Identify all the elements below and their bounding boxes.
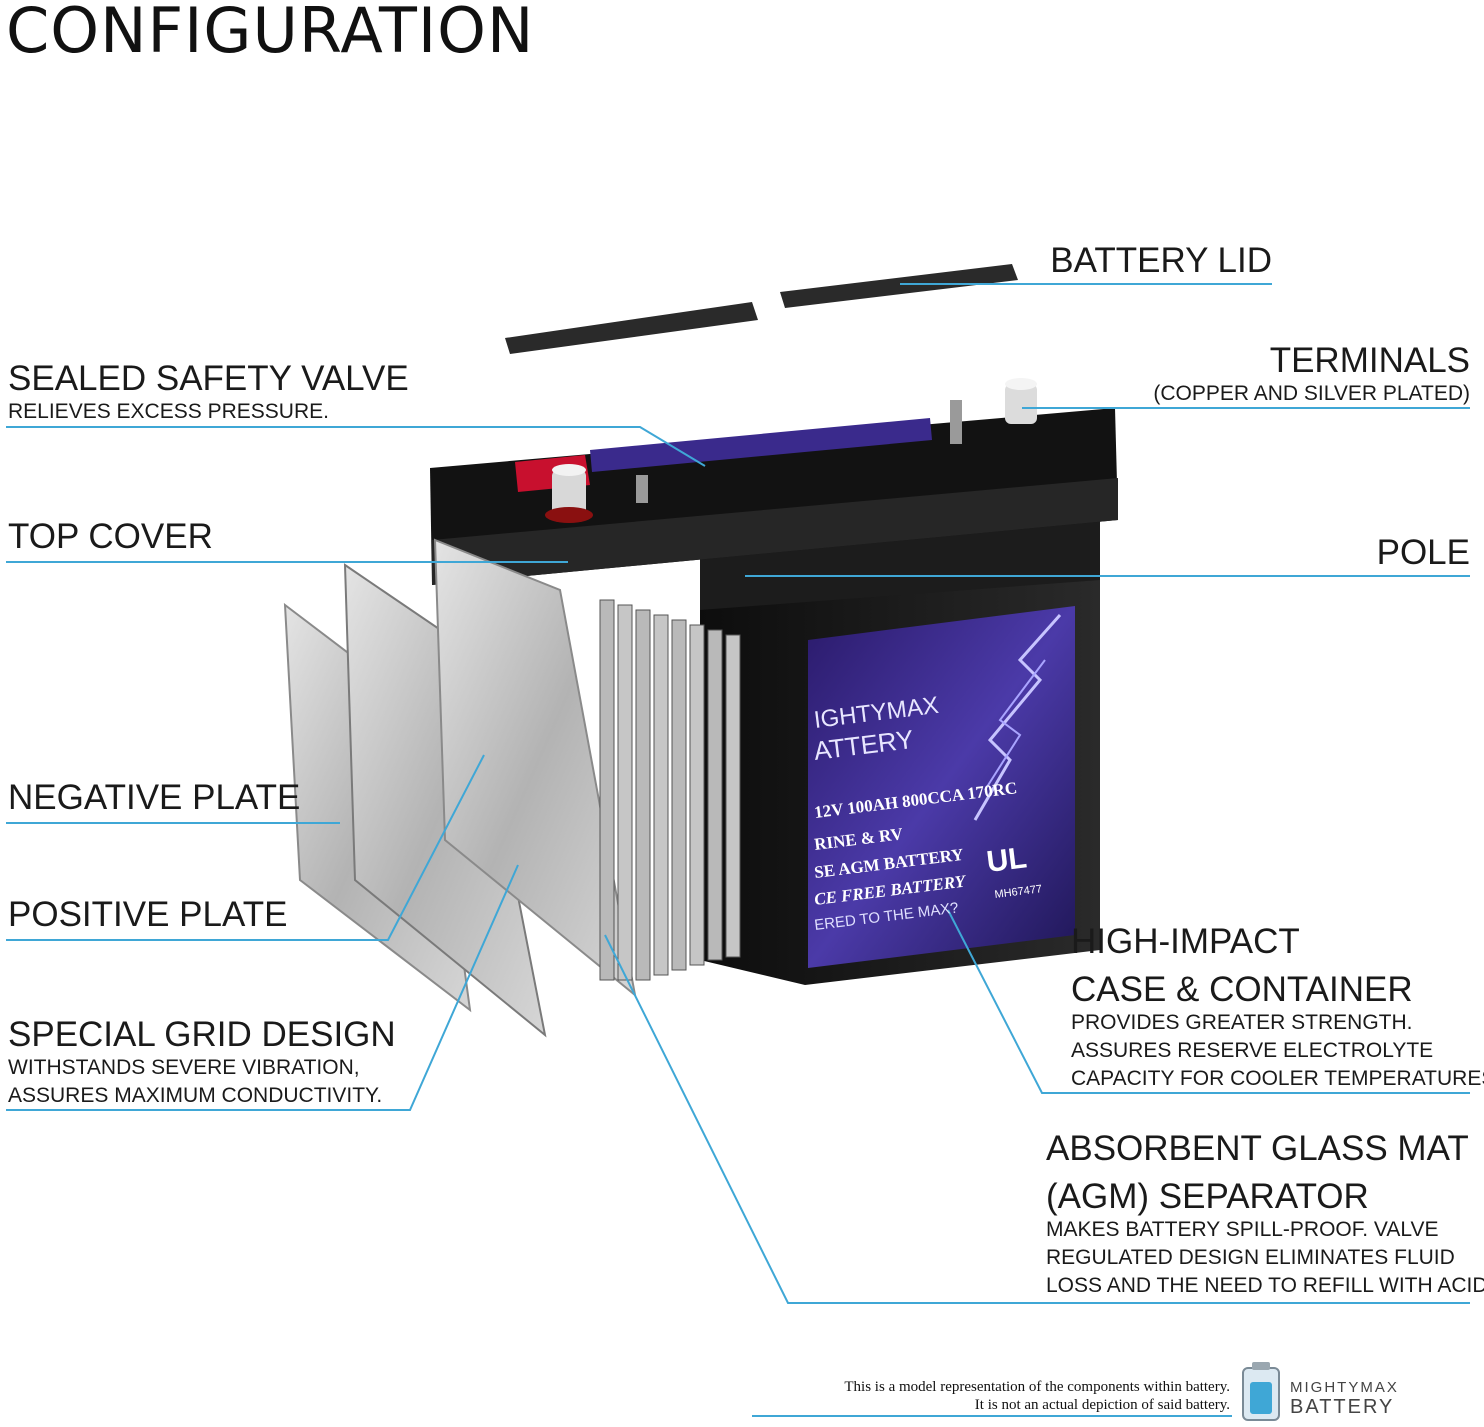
top-cover-face [432, 478, 1118, 585]
footer-brand-logo: MIGHTYMAX BATTERY [1290, 1379, 1399, 1419]
grid-design-sub-2: ASSURES MAXIMUM CONDUCTIVITY. [8, 1084, 383, 1107]
label-safety-valve: SEALED SAFETY VALVE RELIEVES EXCESS PRES… [8, 360, 409, 426]
top-cover-label-strip [590, 418, 932, 472]
case-title-2: CASE & CONTAINER [1071, 970, 1413, 1009]
agm-sub-2: REGULATED DESIGN ELIMINATES FLUID [1046, 1246, 1455, 1269]
label-positive-plate: POSITIVE PLATE [8, 896, 287, 934]
grid-design-sub-1: WITHSTANDS SEVERE VIBRATION, [8, 1056, 360, 1079]
label-negative-plate: NEGATIVE PLATE [8, 779, 300, 817]
pole-title: POLE [1376, 533, 1470, 572]
agm-title-2: (AGM) SEPARATOR [1046, 1177, 1369, 1216]
leader-positive-plate [6, 754, 485, 941]
terminals-title: TERMINALS [1269, 341, 1470, 380]
terminal-bolt-left [636, 475, 648, 503]
label-terminals: TERMINALS (COPPER AND SILVER PLATED) [1060, 342, 1470, 408]
label-pole: POLE [1300, 534, 1470, 572]
agm-sub-3: LOSS AND THE NEED TO REFILL WITH ACID. [1046, 1274, 1484, 1297]
battery-lid-title: BATTERY LID [1050, 241, 1272, 280]
battery-lid-piece-left [505, 302, 758, 354]
battery-logo-icon [1242, 1362, 1280, 1421]
page-title: CONFIGURATION [6, 0, 535, 67]
case-purple-label [808, 606, 1075, 968]
case-sub-2: ASSURES RESERVE ELECTROLYTE [1071, 1039, 1434, 1062]
footer-disclaimer: This is a model representation of the co… [844, 1378, 1230, 1414]
leader-grid-design [6, 864, 519, 1111]
lightning-bolt-2 [984, 659, 1046, 791]
safety-valve-title: SEALED SAFETY VALVE [8, 359, 409, 398]
terminal-bolt-right [950, 400, 962, 444]
grid-design-title: SPECIAL GRID DESIGN [8, 1015, 396, 1054]
terminals-subtitle: (COPPER AND SILVER PLATED) [1153, 382, 1470, 405]
case-sub-1: PROVIDES GREATER STRENGTH. [1071, 1011, 1413, 1034]
label-battery-lid: BATTERY LID [1020, 242, 1272, 280]
footer-brand-line-1: MIGHTYMAX [1290, 1379, 1399, 1396]
footer-line-2: It is not an actual depiction of said ba… [974, 1397, 1230, 1413]
terminal-positive [545, 464, 593, 523]
case-title-1: HIGH-IMPACT [1071, 922, 1300, 961]
agm-title-1: ABSORBENT GLASS MAT [1046, 1129, 1469, 1168]
label-grid-design: SPECIAL GRID DESIGN WITHSTANDS SEVERE VI… [8, 1016, 396, 1110]
ul-mark: UL [985, 841, 1029, 879]
positive-plate-title: POSITIVE PLATE [8, 895, 288, 934]
ul-cert-number: MH67477 [994, 883, 1043, 901]
leader-agm [604, 934, 1470, 1304]
negative-plate-title: NEGATIVE PLATE [8, 778, 301, 817]
agm-sub-1: MAKES BATTERY SPILL-PROOF. VALVE [1046, 1218, 1439, 1241]
label-top-cover: TOP COVER [8, 518, 213, 556]
leader-case [947, 909, 1470, 1094]
terminal-negative [1005, 378, 1037, 424]
safety-valve-subtitle: RELIEVES EXCESS PRESSURE. [8, 400, 329, 423]
footer-line-1: This is a model representation of the co… [844, 1379, 1230, 1395]
lightning-bolt [973, 614, 1062, 821]
case-sub-3: CAPACITY FOR COOLER TEMPERATURES. [1071, 1067, 1484, 1090]
label-case: HIGH-IMPACT CASE & CONTAINER PROVIDES GR… [1071, 923, 1484, 1093]
label-agm: ABSORBENT GLASS MAT (AGM) SEPARATOR MAKE… [1046, 1130, 1484, 1300]
battery-lid-piece-right [780, 264, 1018, 308]
plate-stack [599, 599, 741, 981]
leader-safety-valve [6, 426, 706, 467]
top-cover-title: TOP COVER [8, 517, 213, 556]
footer-brand-line-2: BATTERY [1290, 1396, 1395, 1418]
